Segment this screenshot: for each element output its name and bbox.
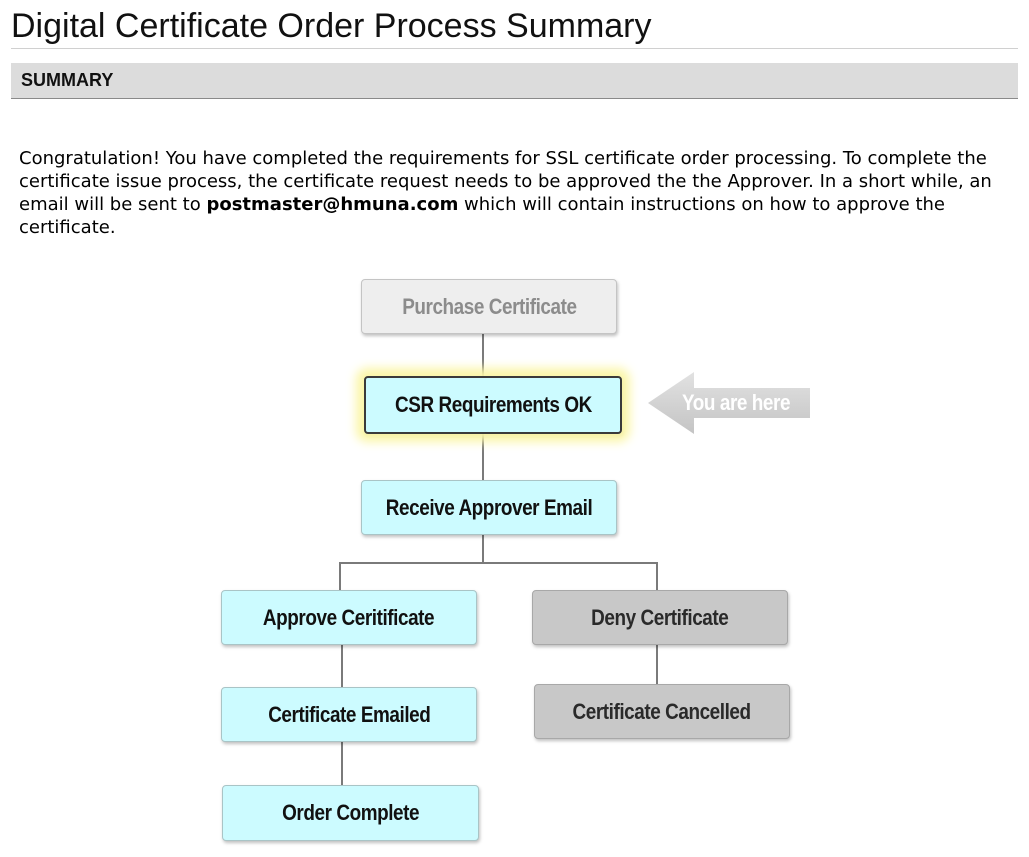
connector-deny-cancelled — [656, 644, 658, 685]
connector-emailed-complete — [341, 741, 343, 786]
step-purchase-certificate: Purchase Certificate — [361, 279, 617, 334]
connector-split-horizontal — [339, 562, 658, 564]
page-title: Digital Certificate Order Process Summar… — [11, 6, 1018, 49]
step-csr-requirements-ok: CSR Requirements OK — [364, 376, 622, 434]
connector-receive-split — [482, 534, 484, 563]
step-receive-approver-email: Receive Approver Email — [361, 480, 617, 535]
connector-split-deny — [656, 562, 658, 591]
intro-text-before: Congratulation! You have completed the r… — [19, 148, 992, 215]
step-certificate-cancelled: Certificate Cancelled — [534, 684, 790, 739]
intro-paragraph: Congratulation! You have completed the r… — [19, 147, 1019, 239]
section-title: SUMMARY — [21, 70, 114, 90]
step-approve-certificate: Approve Ceritificate — [221, 590, 477, 645]
section-header-bar: SUMMARY — [11, 63, 1018, 99]
connector-split-approve — [339, 562, 341, 591]
step-deny-certificate: Deny Certificate — [532, 590, 788, 645]
connector-csr-receive — [482, 433, 484, 481]
you-are-here-label: You are here — [682, 390, 791, 415]
approver-email: postmaster@hmuna.com — [206, 194, 459, 215]
connector-purchase-csr — [482, 333, 484, 378]
you-are-here-arrow-icon — [648, 372, 810, 434]
step-certificate-emailed: Certificate Emailed — [221, 687, 477, 742]
step-order-complete: Order Complete — [222, 785, 479, 841]
connector-approve-emailed — [341, 644, 343, 688]
intro-text-after: which will contain instructions on how t… — [19, 194, 946, 238]
